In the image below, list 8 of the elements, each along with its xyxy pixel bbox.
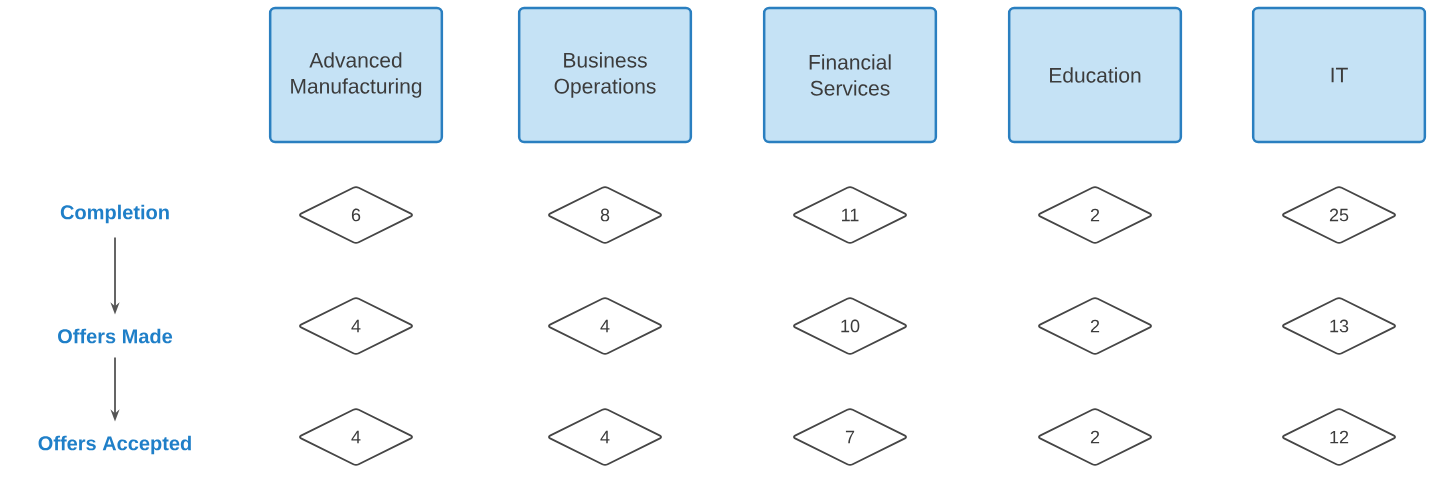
process-box: Financial Services	[762, 6, 938, 144]
process-box: IT	[1251, 6, 1427, 144]
stage-label: Offers Made	[58, 328, 173, 344]
process-box: Education	[1007, 6, 1183, 144]
stage-label: Offers Accepted	[38, 435, 191, 455]
process-box: Advanced Manufacturing	[268, 6, 444, 144]
stage-label: Completion	[60, 204, 169, 224]
process-box: Business Operations	[517, 6, 693, 144]
